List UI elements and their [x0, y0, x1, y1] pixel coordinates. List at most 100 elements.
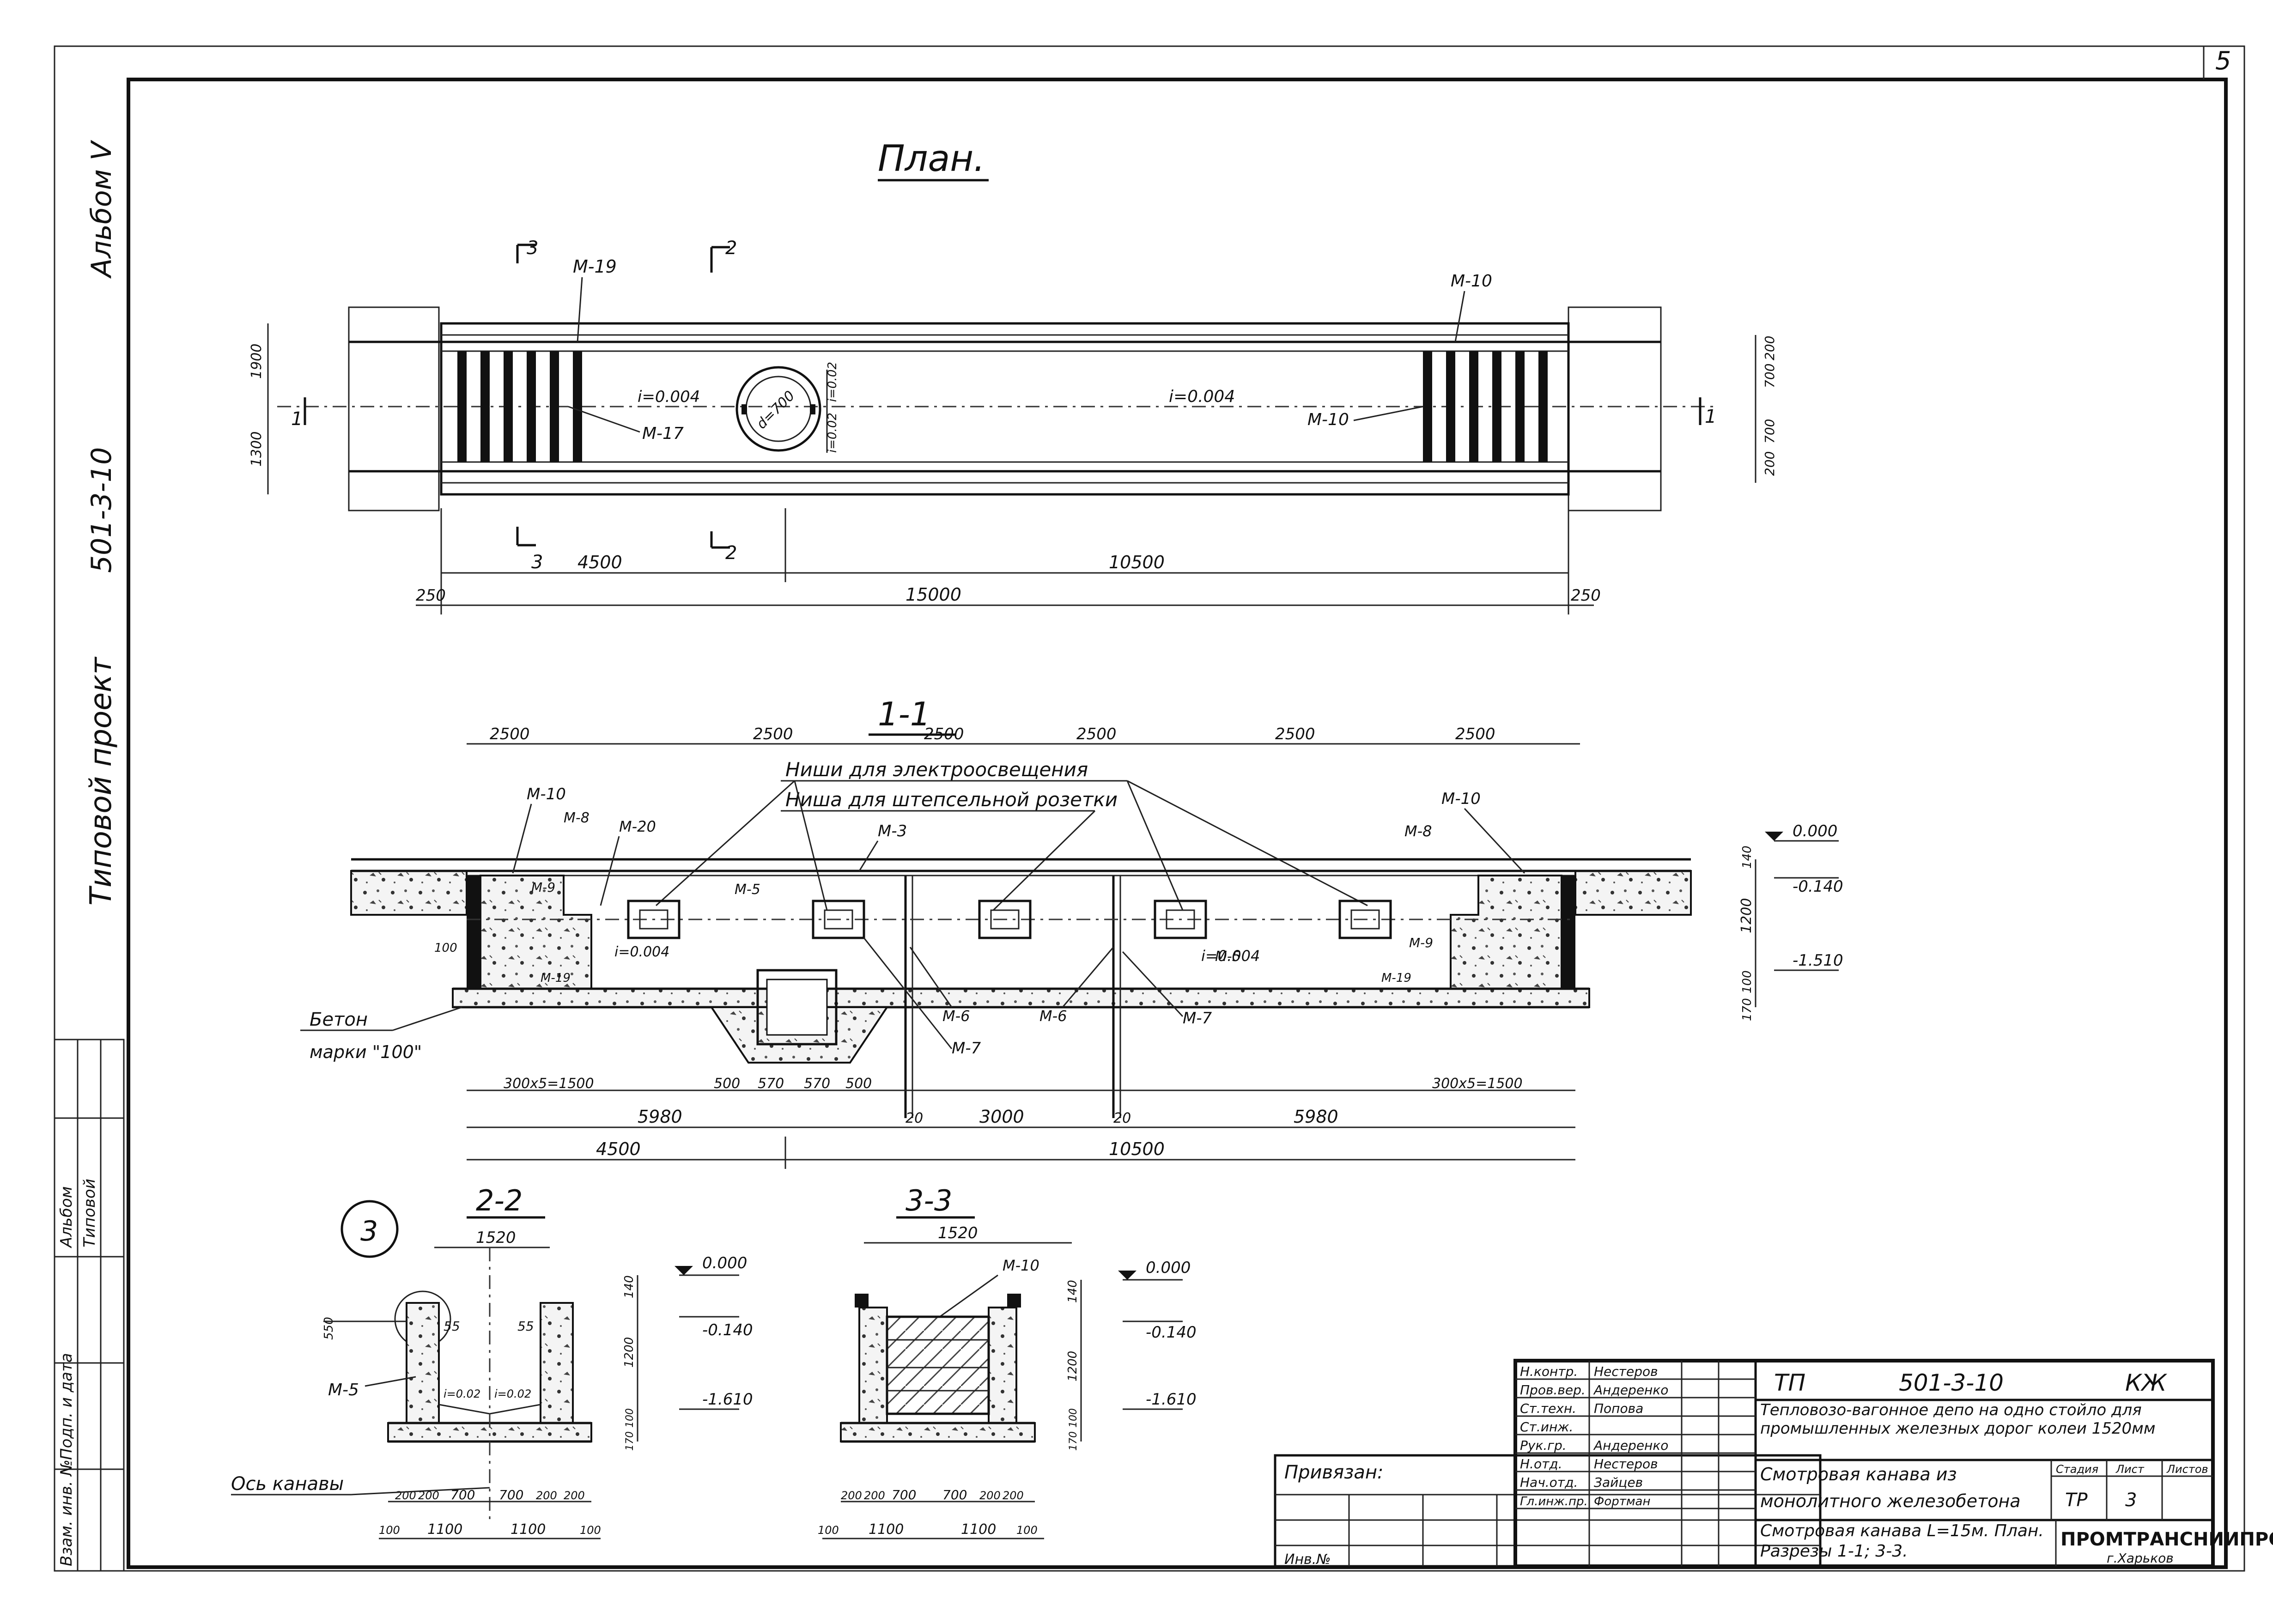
staff-name-1: Нестеров [1594, 1364, 1658, 1379]
s33-top-dim: 1520 [938, 1224, 978, 1242]
staff-name-6: Нестеров [1594, 1456, 1658, 1472]
plan-m10-top: М-10 [1451, 272, 1492, 291]
staff-role-8: Гл.инж.пр. [1520, 1495, 1588, 1508]
staff-name-2: Андеренко [1593, 1382, 1668, 1398]
s11-right-dim-4: 170 [1740, 998, 1754, 1021]
page-number: 5 [2215, 46, 2231, 75]
plan-mark-1-right: 1 [1705, 406, 1716, 427]
s22-bot1-d: 700 [499, 1487, 523, 1502]
s22-left-dim: 550 [322, 1317, 336, 1340]
s11-right-dim-2: 1200 [1738, 898, 1755, 933]
s22-bot1-f: 200 [564, 1489, 585, 1502]
plan-dim-right-a: 200 [1762, 336, 1777, 360]
s33-bot2-a: 100 [818, 1524, 839, 1537]
tb-sheet: 3 [2125, 1490, 2137, 1511]
left-stamp: Альбом Типовой Подп. и дата Взам. инв. № [54, 1039, 125, 1572]
plan-slope-1: i=0.004 [638, 388, 700, 406]
plan-dim-4500: 4500 [577, 552, 622, 572]
plan-m17: М-17 [642, 424, 684, 443]
s11-m6-b: М-6 [1039, 1007, 1067, 1025]
s11-right-dim-1: 140 [1740, 845, 1754, 869]
s11-concrete-1: Бетон [310, 1009, 368, 1030]
section22-title: 2-2 [476, 1184, 523, 1217]
s11-top-4: 2500 [1076, 725, 1117, 743]
s11-m9-left: М-9 [531, 880, 555, 895]
s11-m10-left: М-10 [527, 785, 566, 803]
s11-niche-2 [812, 900, 865, 939]
s11-niche-4 [1154, 900, 1207, 939]
s33-right-dim-3: 100 [1068, 1408, 1079, 1428]
s11-niche-1 [627, 900, 681, 939]
binding-label: Привязан: [1284, 1462, 1384, 1483]
s33-bot1-b: 200 [864, 1489, 885, 1502]
staff-role-4: Ст.инж. [1520, 1419, 1573, 1435]
stamp-row-1: Альбом [57, 1186, 76, 1248]
s22-slope-2: i=0.02 [494, 1387, 531, 1400]
staff-name-8: Фортман [1594, 1495, 1650, 1508]
staff-role-7: Нач.отд. [1520, 1475, 1578, 1490]
s11-top-5: 2500 [1275, 725, 1315, 743]
s22-right-dim-2: 1200 [622, 1337, 636, 1368]
s22-slope-1: i=0.02 [444, 1387, 480, 1400]
plan-grate-right [1423, 351, 1548, 462]
staff-role-3: Ст.техн. [1520, 1401, 1576, 1416]
plan-mark-3-top: 3 [527, 237, 538, 259]
staff-role-6: Н.отд. [1520, 1456, 1562, 1472]
plan-dim-right-d: 200 [1762, 451, 1777, 476]
stamp-row-4: Взам. инв. № [57, 1460, 76, 1566]
s33-bot2-c: 1100 [961, 1521, 996, 1538]
s11-top-6: 2500 [1455, 725, 1495, 743]
s11-right-dim-3: 100 [1740, 970, 1754, 993]
s33-right-dim-4: 170 [1068, 1431, 1079, 1451]
staff-name-5: Андеренко [1593, 1438, 1668, 1453]
staff-name-3: Попова [1594, 1401, 1643, 1416]
plan-diam: d=700 [754, 388, 798, 432]
s11-bot1-a: 300x5=1500 [504, 1076, 594, 1092]
plan-dim-right-c: 700 [1762, 419, 1777, 444]
section22-circle-num: 3 [360, 1215, 378, 1247]
plan-m10-side: М-10 [1307, 410, 1349, 429]
plan-title: План. [878, 138, 985, 180]
s22-55-a: 55 [444, 1319, 460, 1334]
s11-bot1-b: 500 [714, 1076, 740, 1092]
plan-dim-left-a: 1900 [249, 344, 265, 379]
staff-role-5: Рук.гр. [1520, 1438, 1567, 1453]
s11-m3: М-3 [878, 822, 907, 840]
s22-bot1-e: 200 [536, 1489, 557, 1502]
s11-m10-right: М-10 [1441, 790, 1481, 808]
s22-bot2-d: 100 [580, 1524, 601, 1537]
plan-dim-left-b: 1300 [249, 432, 265, 467]
s11-m5-right: М-5 [1215, 949, 1241, 965]
tb-stage: ТР [2065, 1490, 2088, 1511]
tb-col-stage: Стадия [2056, 1463, 2098, 1476]
tb-organization: ПРОМТРАНСНИИПРОЕКТ [2060, 1529, 2273, 1550]
section22-callout [340, 1200, 399, 1258]
s11-bot1-f: 300x5=1500 [1432, 1076, 1523, 1092]
s11-slope-1: i=0.004 [614, 944, 669, 960]
s22-bot2-c: 1100 [511, 1521, 546, 1538]
s33-bot1-a: 200 [841, 1489, 862, 1502]
s33-bot1-c: 700 [892, 1487, 916, 1502]
stamp-row-3: Подп. и дата [57, 1353, 76, 1460]
plan-dim-right-b: 700 [1762, 364, 1777, 388]
s11-bot2-d: 20 [1113, 1110, 1131, 1126]
s22-level-1: -0.140 [702, 1321, 753, 1339]
s11-m19-right: М-19 [1381, 971, 1411, 985]
s11-m19-left: М-19 [541, 971, 571, 985]
tb-mark: КЖ [2125, 1369, 2167, 1396]
s11-bot1-e: 500 [845, 1076, 872, 1092]
s11-note-2: Ниша для штепсельной розетки [785, 788, 1118, 811]
staff-role-1: Н.контр. [1520, 1364, 1578, 1379]
s11-niche-3 [978, 900, 1032, 939]
s22-axis-note: Ось канавы [231, 1473, 344, 1495]
s22-right-dim-4: 170 [624, 1431, 636, 1451]
side-album: Альбом V [85, 140, 118, 279]
s11-top-3: 2500 [924, 725, 964, 743]
side-code: 501-3-10 [85, 447, 118, 573]
s11-niche-5 [1338, 900, 1392, 939]
s11-bot1-d: 570 [804, 1076, 830, 1092]
plan-slope-v1: i=0.02 [826, 362, 839, 402]
s11-note-1: Ниши для электроосвещения [785, 758, 1088, 781]
s11-m7-b: М-7 [1183, 1009, 1212, 1028]
